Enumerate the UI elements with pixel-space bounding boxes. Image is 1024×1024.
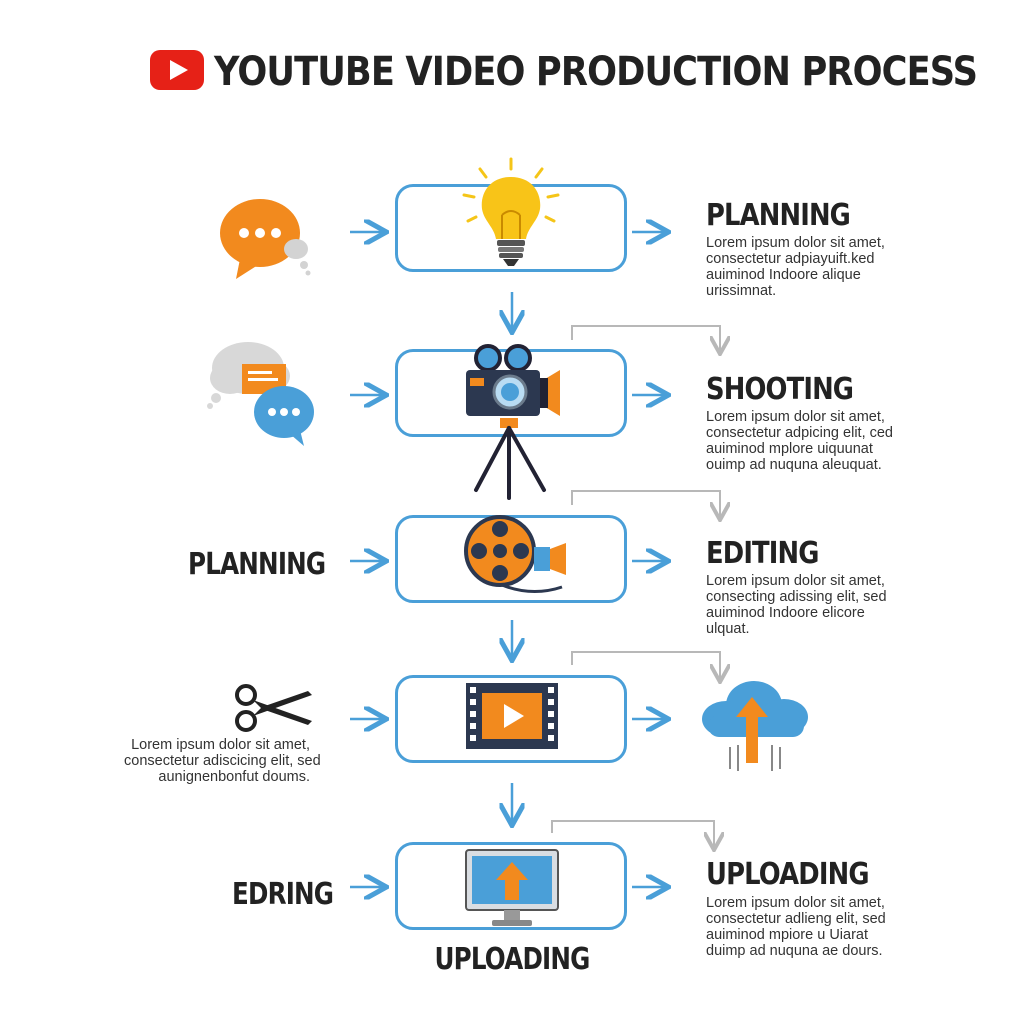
step-heading-planning: PLANNING xyxy=(706,198,851,233)
desc-line: auiminod mpiore u Uiarat xyxy=(706,927,868,943)
page-title: YOUTUBE VIDEO PRODUCTION PROCESS xyxy=(150,44,1024,100)
desc-line: auiminod Indoore alique xyxy=(706,267,861,283)
scissors-icon xyxy=(232,683,314,738)
desc-line: ouimp ad nuquna aleuquat. xyxy=(706,457,882,473)
desc-line: consectetur adpiayuift.ked xyxy=(706,251,875,267)
monitor-upload-icon xyxy=(462,848,562,935)
desc-line: Lorem ipsum dolor sit amet, xyxy=(706,573,885,589)
left-label-edring: EDRING xyxy=(232,877,334,912)
desc-line: Lorem ipsum dolor sit amet, xyxy=(131,737,310,753)
film-reel-icon xyxy=(462,513,572,608)
desc-line: auiminod Indoore elicore xyxy=(706,605,865,621)
video-camera-tripod-icon xyxy=(456,340,566,510)
desc-line: Lorem ipsum dolor sit amet, xyxy=(706,409,885,425)
desc-line: aunignenbonfut doums. xyxy=(158,769,310,785)
desc-line: auiminod mplore uiquunat xyxy=(706,441,873,457)
desc-line: duimp ad nuquna ae dours. xyxy=(706,943,883,959)
step-heading-shooting: SHOOTING xyxy=(706,372,854,407)
bottom-label-uploading: UPLOADING xyxy=(434,942,590,977)
chat-cloud-icon xyxy=(200,336,320,453)
lightbulb-icon xyxy=(456,155,566,280)
step-desc-shooting: Lorem ipsum dolor sit amet, consectetur … xyxy=(706,409,893,473)
desc-line: ulquat. xyxy=(706,621,750,637)
youtube-play-icon xyxy=(150,49,204,95)
step-desc-uploading: Lorem ipsum dolor sit amet, consectetur … xyxy=(706,895,886,959)
desc-line: urissimnat. xyxy=(706,283,777,299)
step-heading-uploading: UPLOADING xyxy=(706,857,869,892)
film-strip-play-icon xyxy=(466,683,558,754)
cloud-upload-icon xyxy=(700,675,810,780)
title-text: YOUTUBE VIDEO PRODUCTION PROCESS xyxy=(214,49,978,95)
desc-line: consectetur adiscicing elit, sed xyxy=(124,753,321,769)
desc-line: consecting adissing elit, sed xyxy=(706,589,887,605)
step-desc-editing: Lorem ipsum dolor sit amet, consecting a… xyxy=(706,573,887,637)
step-heading-editing: EDITING xyxy=(706,536,819,571)
desc-line: consectetur adpicing elit, ced xyxy=(706,425,893,441)
chat-bubble-icon xyxy=(218,195,318,290)
left-label-planning: PLANNING xyxy=(188,547,326,582)
desc-line: Lorem ipsum dolor sit amet, xyxy=(706,895,885,911)
desc-line: consectetur adlieng elit, sed xyxy=(706,911,886,927)
step-desc-planning: Lorem ipsum dolor sit amet, consectetur … xyxy=(706,235,885,299)
left-desc-cutting: Lorem ipsum dolor sit amet, consectetur … xyxy=(124,737,321,785)
desc-line: Lorem ipsum dolor sit amet, xyxy=(706,235,885,251)
